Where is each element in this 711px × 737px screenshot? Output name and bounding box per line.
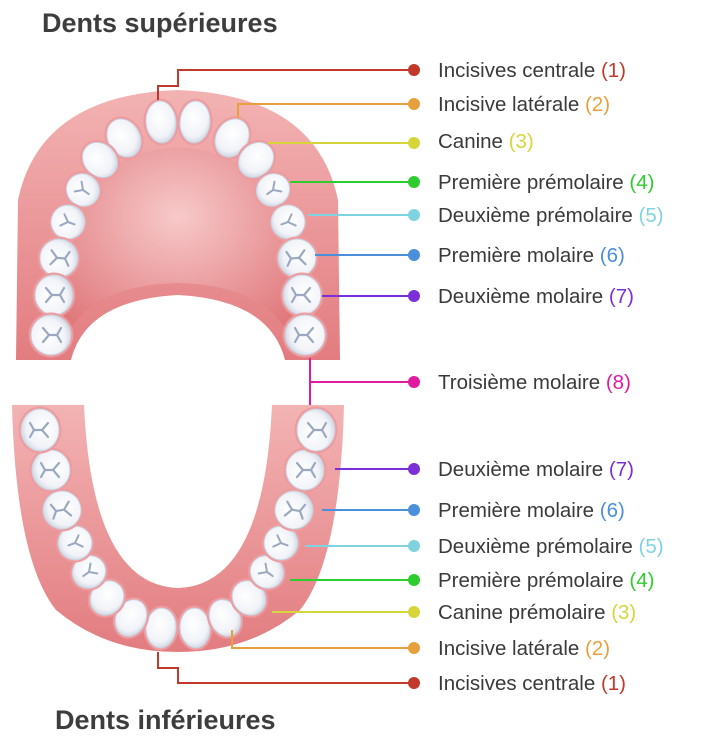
tooth-label-text: Première prémolaire [438,569,629,592]
leader-dot [408,463,420,475]
tooth-label-number: (3) [509,130,534,153]
tooth-label-text: Canine [438,130,509,153]
lower-tooth [295,407,338,454]
tooth-label-number: (1) [601,672,626,695]
tooth-label-number: (1) [601,59,626,82]
tooth-label-number: (7) [609,458,634,481]
leader-dot [408,677,420,689]
leader-dot [408,137,420,149]
tooth-label: Incisive latérale (2) [438,93,610,116]
upper-tooth [283,313,328,358]
leader-line [310,360,414,382]
leader-dot [408,574,420,586]
upper-tooth [281,273,324,318]
upper-tooth [29,313,74,358]
tooth-label: Deuxième molaire (7) [438,285,634,308]
leader-dot [408,642,420,654]
tooth-label-number: (8) [606,371,631,394]
leader-dot [408,209,420,221]
tooth-label-number: (2) [585,93,610,116]
leader-dot [408,376,420,388]
tooth-label-text: Incisives centrale [438,672,601,695]
leader-dot [408,64,420,76]
tooth-label-text: Première molaire [438,244,600,267]
upper-jaw [16,90,340,360]
tooth-label-number: (4) [629,569,654,592]
tooth-labels: Incisives centrale (1) Incisive latérale … [438,59,664,695]
tooth-label-number: (5) [639,204,664,227]
leader-dot [408,290,420,302]
tooth-label-text: Incisive latérale [438,93,585,116]
lower-jaw [12,405,344,652]
leader-line [158,652,414,683]
tooth-label-number: (6) [600,499,625,522]
tooth-label: Première molaire (6) [438,244,625,267]
tooth-label-text: Canine prémolaire [438,601,611,624]
leader-dot [408,176,420,188]
tooth-label-number: (5) [639,535,664,558]
tooth-label: Canine (3) [438,130,534,153]
tooth-label: Première prémolaire (4) [438,569,654,592]
lower-tooth [19,407,62,454]
leader-dot [408,98,420,110]
tooth-label-text: Deuxième molaire [438,458,609,481]
tooth-label: Incisives centrale (1) [438,59,626,82]
leader-dot [408,606,420,618]
tooth-label-number: (3) [611,601,636,624]
tooth-label: Première prémolaire (4) [438,171,654,194]
tooth-label-number: (7) [609,285,634,308]
tooth-label-number: (4) [629,171,654,194]
lower-tooth [284,448,327,493]
tooth-label-text: Deuxième prémolaire [438,535,639,558]
tooth-label-text: Première prémolaire [438,171,629,194]
upper-tooth [33,273,76,318]
tooth-label-number: (2) [585,637,610,660]
tooth-label: Troisième molaire (8) [438,371,631,394]
tooth-label-text: Deuxième prémolaire [438,204,639,227]
tooth-label: Canine prémolaire (3) [438,601,636,624]
tooth-label: Incisives centrale (1) [438,672,626,695]
tooth-label: Incisive latérale (2) [438,637,610,660]
tooth-label: Deuxième prémolaire (5) [438,535,664,558]
tooth-label-text: Troisième molaire [438,371,606,394]
tooth-label-number: (6) [600,244,625,267]
lower-tooth [30,448,73,493]
leader-dot [408,540,420,552]
tooth-label-text: Deuxième molaire [438,285,609,308]
tooth-label: Deuxième prémolaire (5) [438,204,664,227]
leader-dot [408,249,420,261]
tooth-label: Deuxième molaire (7) [438,458,634,481]
tooth-label-text: Incisives centrale [438,59,601,82]
tooth-label-text: Première molaire [438,499,600,522]
tooth-label: Première molaire (6) [438,499,625,522]
tooth-label-text: Incisive latérale [438,637,585,660]
leader-dot [408,504,420,516]
